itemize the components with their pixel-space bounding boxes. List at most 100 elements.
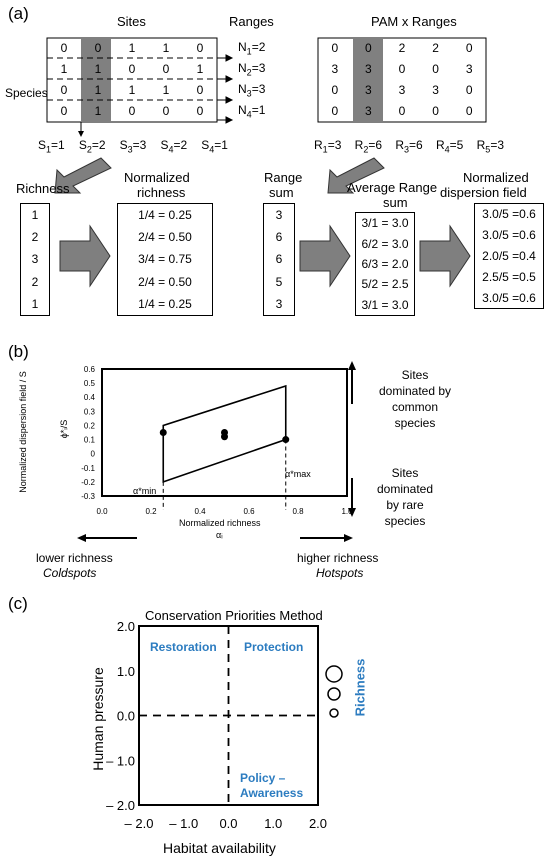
matrix-cell: 0 — [60, 41, 68, 55]
matrix-cell: 0 — [465, 83, 473, 97]
matrix-cell: 0 — [60, 104, 68, 118]
rare-text-line: by rare — [386, 498, 424, 512]
matrix-cell: 1 — [60, 62, 68, 76]
coldspots: Coldspots — [43, 566, 97, 580]
c-x-tick-label: 2.0 — [309, 816, 327, 831]
norm-richness-value: 1/4 = 0.25 — [138, 296, 192, 311]
common-text-line: Sites — [401, 368, 429, 382]
richness-value: 3 — [31, 252, 39, 267]
norm-disp-value: 2.0/5 =0.4 — [482, 248, 536, 263]
hotspots: Hotspots — [316, 566, 364, 580]
x-tick-label: 0.8 — [292, 507, 304, 516]
richness-value: 1 — [31, 296, 39, 311]
range-sum-value: 3 — [275, 208, 283, 223]
x-tick-label: 1.0 — [341, 507, 353, 516]
y-tick-label: 0.3 — [84, 407, 96, 416]
x-tick-label: 0.0 — [96, 507, 108, 516]
c-xlabel: Habitat availability — [163, 840, 276, 856]
matrix-cell: 3 — [365, 104, 372, 118]
matrix-cell: 3 — [365, 62, 372, 76]
avg-range-label-1: Average Range — [347, 180, 438, 195]
up-arrow-head — [348, 361, 356, 370]
common-species-text: Sites dominated by common species — [370, 368, 460, 430]
matrix-cell: 1 — [128, 41, 136, 55]
c-x-tick-label: 1.0 — [264, 816, 282, 831]
norm-disp-value: 2.5/5 =0.5 — [482, 269, 536, 284]
matrix-cell: 3 — [331, 62, 339, 76]
matrix-cell: 0 — [162, 62, 170, 76]
range-sum-box: 3 6 6 5 3 — [263, 203, 295, 316]
c-ylabel: Human pressure — [89, 667, 106, 771]
norm-richness-value: 2/4 = 0.50 — [138, 274, 192, 289]
site-sum: S3=3 — [119, 138, 147, 155]
range-sum: R2=6 — [354, 138, 383, 155]
range-sum-label-1: Range — [264, 170, 303, 185]
matrix-cell: 1 — [162, 41, 170, 55]
data-point — [159, 429, 167, 436]
norm-richness-value: 3/4 = 0.75 — [138, 252, 192, 267]
y-tick-label: 0.1 — [84, 436, 96, 445]
norm-richness-box: 1/4 = 0.25 2/4 = 0.50 3/4 = 0.75 2/4 = 0… — [117, 203, 213, 316]
c-x-tick-label: – 1.0 — [169, 816, 198, 831]
matrix-cell: 0 — [128, 104, 136, 118]
x-tick-label: 0.4 — [194, 507, 206, 516]
avg-range-value: 6/3 = 2.0 — [361, 256, 409, 271]
panel-c-label: (c) — [8, 594, 28, 613]
species-label: Species — [5, 86, 48, 100]
c-y-tick-label: 1.0 — [117, 664, 135, 679]
range-sum: R5=3 — [476, 138, 504, 155]
richness-value: 1 — [31, 208, 39, 223]
avg-range-value: 6/2 = 3.0 — [361, 236, 409, 251]
c-y-tick-label: – 1.0 — [106, 753, 135, 768]
c-y-tick-label: 0.0 — [117, 709, 135, 724]
lower-richness: lower richness — [36, 551, 113, 565]
x-tick-label: 0.2 — [145, 507, 157, 516]
range-n4: N4=1 — [238, 103, 266, 120]
y-tick-label: 0 — [91, 450, 96, 459]
y-tick-label: 0.5 — [84, 379, 96, 388]
matrix-cell: 1 — [128, 83, 136, 97]
matrix-cell: 0 — [398, 104, 406, 118]
matrix-cell: 3 — [365, 83, 372, 97]
range-sum-value: 6 — [275, 252, 283, 267]
range-sum: R4=5 — [435, 138, 464, 155]
norm-disp-value: 3.0/5 =0.6 — [482, 207, 536, 222]
matrix-cell: 2 — [432, 41, 439, 55]
matrix-cell: 0 — [162, 104, 170, 118]
down-arrow-head — [348, 508, 356, 517]
data-point — [282, 436, 290, 444]
avg-range-value: 3/1 = 3.0 — [361, 216, 409, 231]
richness-value: 2 — [31, 274, 39, 289]
range-sum: R1=3 — [314, 138, 342, 155]
policy-label-1: Policy – — [240, 771, 286, 785]
norm-disp-label-2: dispersion field — [440, 185, 527, 200]
range-sum-value: 3 — [275, 296, 283, 311]
left-arrow-head — [77, 534, 86, 542]
range-sums: R1=3 R2=6 R3=6 R4=5 R5=3 — [314, 138, 504, 154]
alpha-max-label: α*max — [285, 469, 311, 479]
rare-text-line: dominated — [376, 482, 434, 496]
norm-richness-value: 2/4 = 0.50 — [138, 230, 192, 245]
matrix-cell: 1 — [94, 62, 102, 76]
matrix-cell: 0 — [128, 62, 136, 76]
right-arrow-head — [344, 534, 353, 542]
rare-text-line: species — [384, 514, 426, 528]
higher-richness: higher richness — [297, 551, 379, 565]
sites-title: Sites — [117, 14, 146, 29]
richness-large-icon — [325, 665, 343, 683]
matrix-cell: 0 — [331, 83, 339, 97]
matrix-cell: 3 — [465, 62, 473, 76]
avg-range-value: 5/2 = 2.5 — [361, 277, 409, 292]
richness-small-icon — [329, 708, 339, 718]
richness-box: 1 2 3 2 1 — [20, 203, 50, 316]
range-sum-value: 5 — [275, 274, 283, 289]
richness-value: 2 — [31, 230, 39, 245]
site-sum: S4=1 — [201, 138, 228, 155]
y-tick-label: 0.2 — [84, 421, 96, 430]
y-tick-label: -0.2 — [81, 478, 95, 487]
richness-label: Richness — [16, 181, 70, 196]
c-y-tick-label: – 2.0 — [106, 798, 135, 813]
matrix-cell: 0 — [331, 41, 339, 55]
alpha-min-label: α*min — [133, 486, 157, 496]
